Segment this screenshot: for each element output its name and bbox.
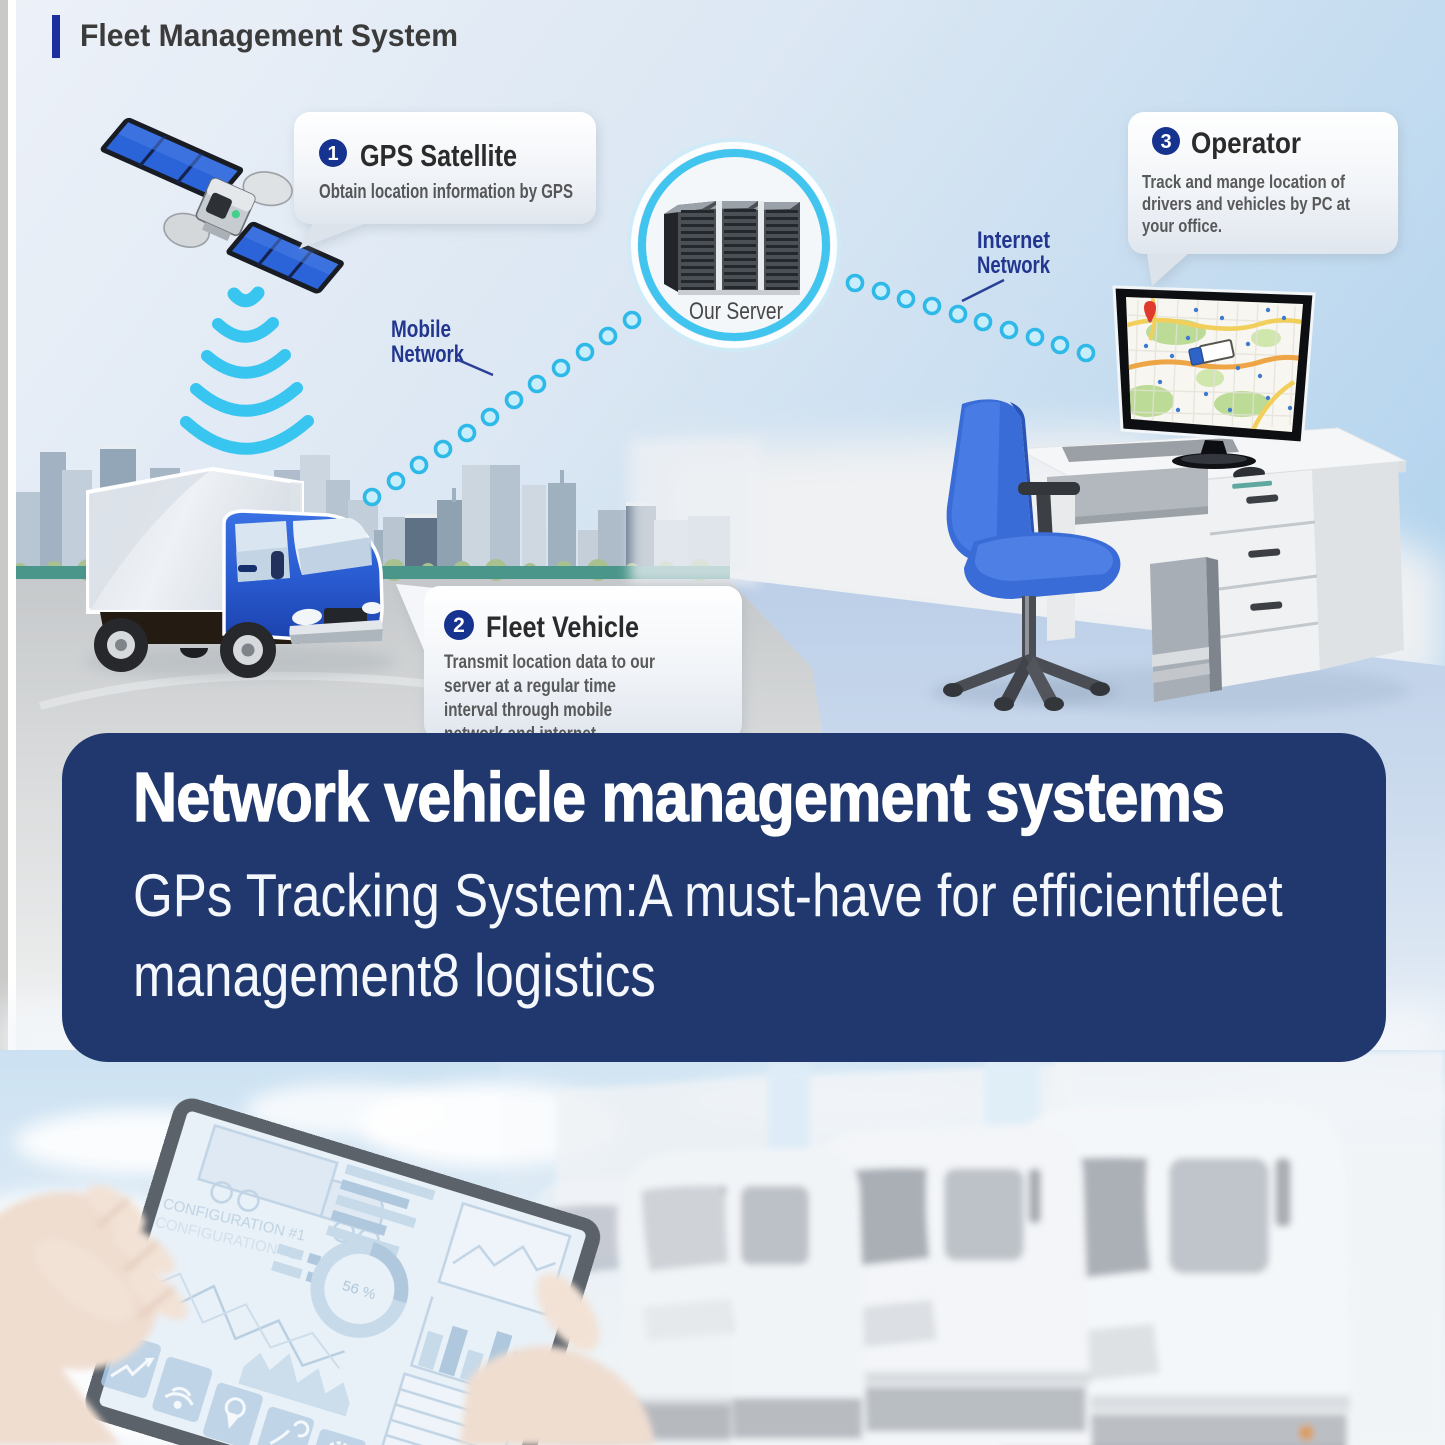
svg-text:drivers and vehicles by PC at: drivers and vehicles by PC at — [1142, 193, 1350, 214]
svg-text:Track and mange location of: Track and mange location of — [1142, 171, 1346, 192]
svg-text:server at a regular time: server at a regular time — [444, 676, 616, 697]
svg-text:GPS Satellite: GPS Satellite — [360, 138, 517, 173]
svg-text:Internet: Internet — [977, 227, 1050, 254]
svg-text:Network: Network — [977, 252, 1051, 279]
svg-text:Operator: Operator — [1191, 127, 1301, 160]
svg-text:Obtain location information by: Obtain location information by GPS — [319, 180, 573, 203]
svg-text:Mobile: Mobile — [391, 316, 451, 343]
svg-text:Fleet Management System: Fleet Management System — [80, 17, 458, 53]
svg-text:3: 3 — [1160, 131, 1171, 153]
svg-text:2: 2 — [453, 614, 465, 637]
svg-text:1: 1 — [327, 143, 338, 165]
svg-text:Network: Network — [391, 341, 465, 368]
svg-text:your office.: your office. — [1142, 215, 1222, 236]
svg-text:Our Server: Our Server — [689, 298, 783, 325]
svg-text:Fleet Vehicle: Fleet Vehicle — [486, 611, 639, 644]
svg-text:Transmit location data to our: Transmit location data to our — [444, 652, 655, 673]
svg-text:interval through mobile: interval through mobile — [444, 700, 612, 721]
